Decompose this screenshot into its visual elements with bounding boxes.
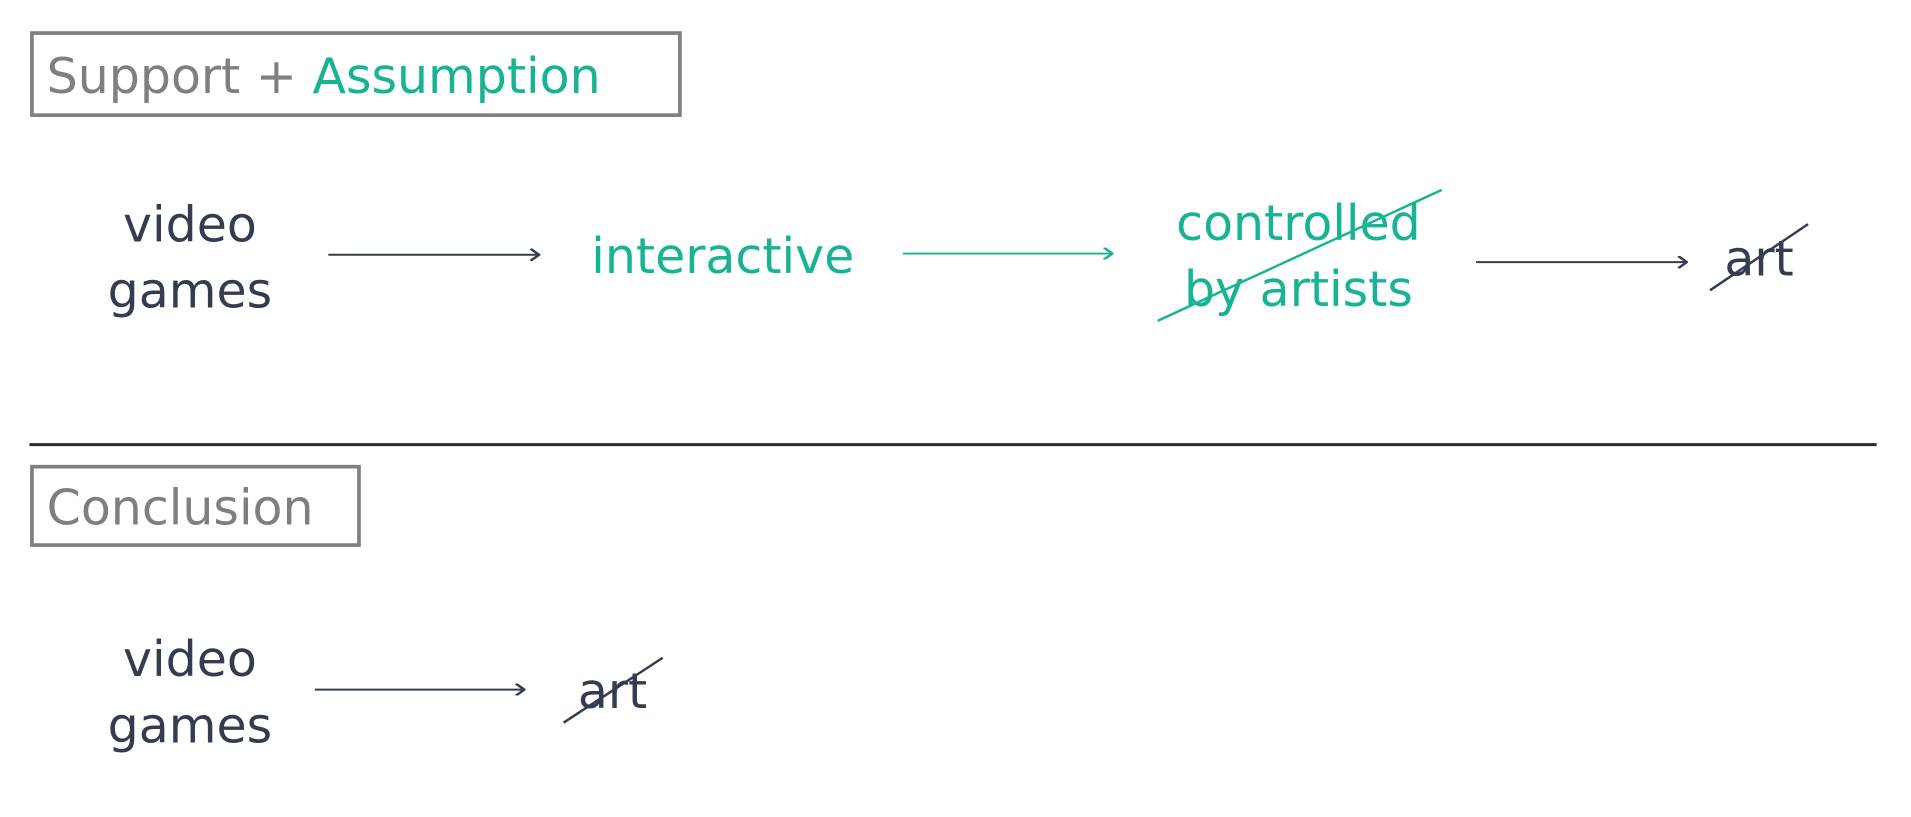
strikethrough-line	[1157, 188, 1443, 323]
conclusion-label-box	[30, 464, 361, 547]
node-art: art	[1724, 231, 1793, 288]
node-controlled-by-artists-line1: controlled	[1176, 195, 1421, 252]
support-label-box	[30, 31, 682, 117]
strikethrough-line	[562, 656, 664, 724]
node-video-games-line2: games	[108, 262, 273, 319]
support-label: Support + Assumption	[47, 48, 601, 105]
node-video-games-line2: games	[108, 697, 273, 754]
node-video-games-line1: video	[123, 631, 257, 688]
node-controlled-by-artists-line2: by artists	[1184, 261, 1413, 318]
node-video-games-line1: video	[123, 196, 257, 253]
node-interactive: interactive	[591, 228, 854, 285]
strikethrough-line	[1709, 223, 1809, 292]
conclusion-label: Conclusion	[47, 479, 314, 536]
